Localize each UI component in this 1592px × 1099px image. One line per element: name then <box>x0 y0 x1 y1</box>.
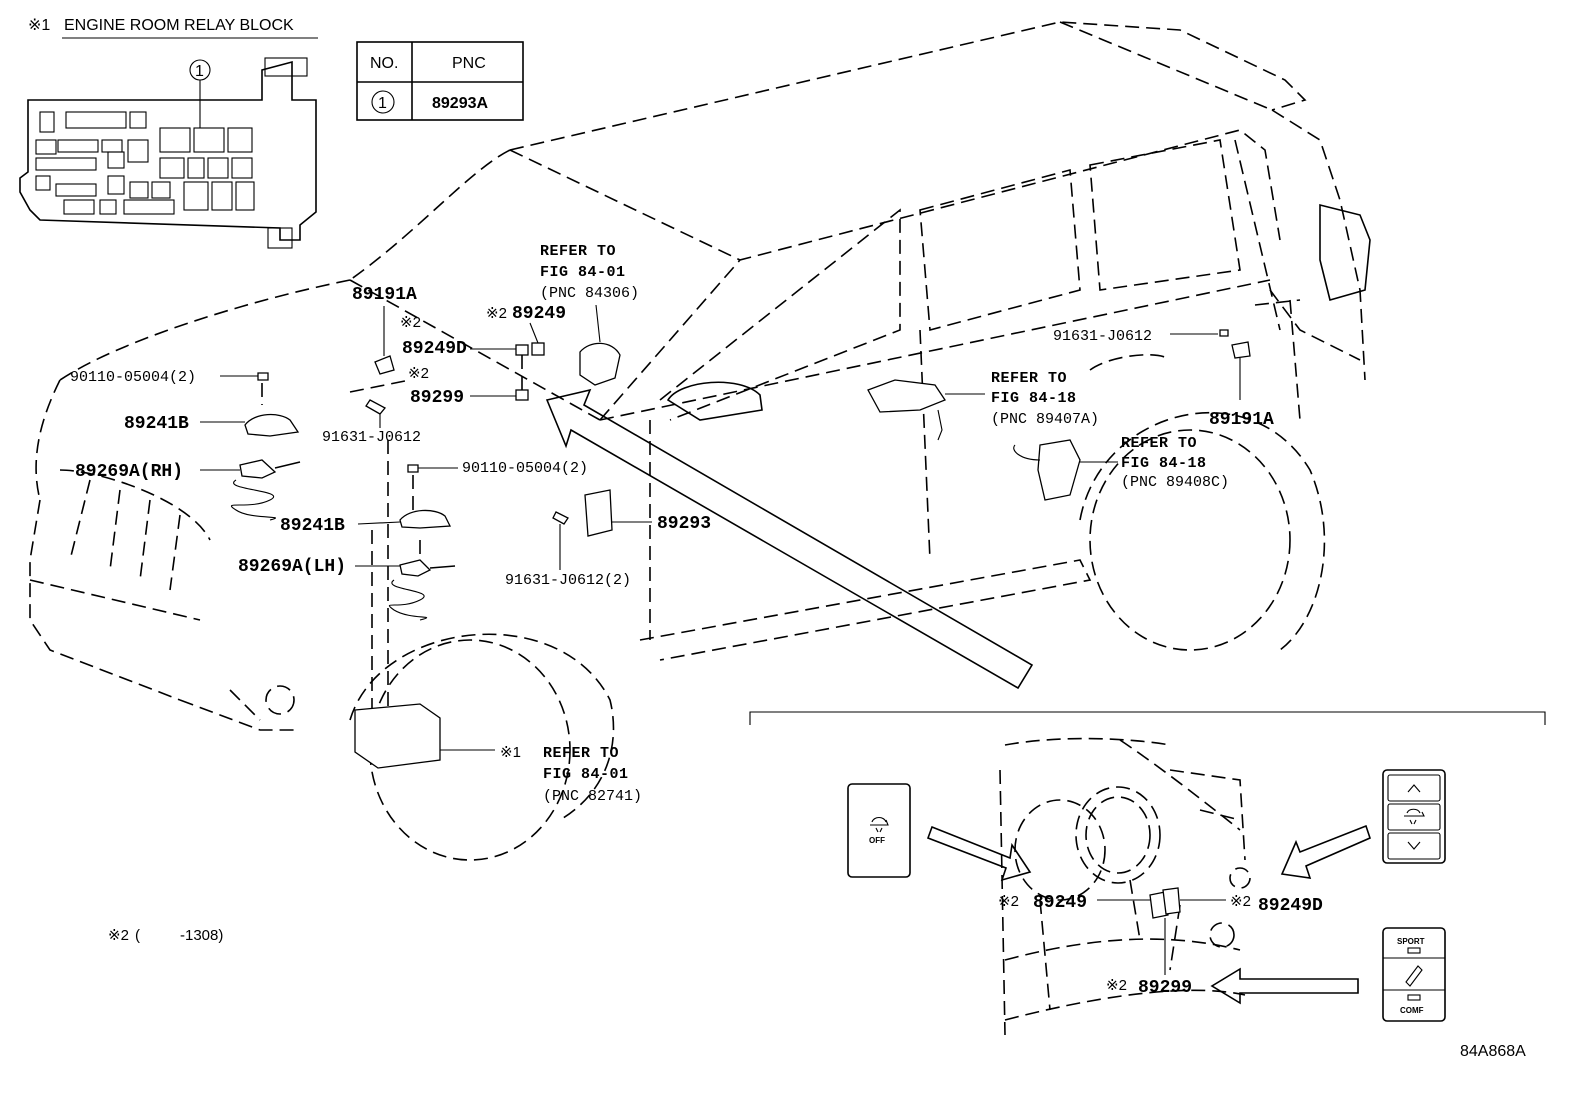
footnote: ※2 ( -1308) <box>108 927 223 944</box>
label-90110-top: 90110-05004(2) <box>70 369 196 386</box>
pencil-icon <box>1405 965 1423 987</box>
bracket-lh <box>399 509 452 529</box>
pnc-col-no: NO. <box>370 55 398 72</box>
interior-inset: OFF SPORT COMF ※2 89249 ※2 89249D ※2 <box>749 711 1546 1036</box>
inset-star2-e: ※2 <box>1106 977 1127 994</box>
ref-b-line1: REFER TO <box>991 370 1067 387</box>
inset-star2-c: ※2 <box>998 893 1019 910</box>
sensor-lh <box>399 559 432 577</box>
label-89269A-rh: 89269A(RH) <box>75 462 183 482</box>
label-89191A-right: 89191A <box>1209 410 1274 430</box>
vehicle-height-icon <box>1404 808 1425 825</box>
sensor-89407A <box>867 379 946 413</box>
pointer-arrow <box>545 388 1034 690</box>
pnc-row-pnc: 89293A <box>432 95 488 112</box>
pnc-table: NO. PNC 1 89293A <box>356 41 524 121</box>
bolt-lower <box>552 511 569 525</box>
inset-arrow-right <box>1280 824 1371 879</box>
relay-block-title: ENGINE ROOM RELAY BLOCK <box>64 17 294 34</box>
ref-d-line3: (PNC 82741) <box>543 788 642 805</box>
svg-text:※2: ※2 <box>486 305 507 322</box>
label-91631-right: 91631-J0612 <box>1053 328 1152 345</box>
inset-switch-b <box>1162 887 1181 915</box>
label-89241B-rh: 89241B <box>124 414 189 434</box>
sensor-rh <box>239 459 277 479</box>
label-star2-b: ※2 <box>408 365 429 382</box>
label-89293: 89293 <box>657 514 711 534</box>
label-89269A-lh: 89269A(LH) <box>238 557 346 577</box>
inset-label-89249D: 89249D <box>1258 896 1323 916</box>
label-star2-a: ※2 <box>400 314 421 331</box>
relay-block-part <box>354 703 441 769</box>
coil-spring-lh <box>388 579 428 621</box>
height-off-switch: OFF <box>847 783 911 878</box>
coil-spring-rh <box>230 479 276 521</box>
inset-label-89299: 89299 <box>1138 978 1192 998</box>
sport-label: SPORT <box>1397 937 1425 946</box>
height-sensor-left <box>374 306 395 375</box>
label-91631-low: 91631-J0612(2) <box>505 572 631 589</box>
comf-label: COMF <box>1400 1006 1424 1015</box>
inset-star2-d: ※2 <box>1230 893 1251 910</box>
illustration-code: 84A868A <box>1460 1043 1526 1060</box>
ref-a-line3: (PNC 84306) <box>540 285 639 302</box>
height-sensor-right <box>1231 341 1251 359</box>
label-89241B-lh: 89241B <box>280 516 345 536</box>
pnc-col-pnc: PNC <box>452 55 486 72</box>
off-label: OFF <box>869 836 885 845</box>
refer-b: REFER TO FIG 84-18 (PNC 89407A) <box>991 370 1099 428</box>
inset-arrow-left <box>926 825 1032 882</box>
label-89191A-left: 89191A <box>352 285 417 305</box>
relay-index: 1 <box>195 63 204 80</box>
label-90110-mid: 90110-05004(2) <box>462 460 588 477</box>
inset-label-89249: 89249 <box>1033 893 1087 913</box>
bolt-upper <box>365 399 387 415</box>
ref-a-line2: FIG 84-01 <box>540 264 626 281</box>
parts <box>200 304 1251 769</box>
ref-c-line2: FIG 84-18 <box>1121 455 1207 472</box>
bolt-90110-mid <box>407 464 419 473</box>
chevron-up-icon <box>1407 784 1421 793</box>
ref-d-line2: FIG 84-01 <box>543 766 629 783</box>
sensor-89408C <box>1037 439 1081 501</box>
ref-c-line1: REFER TO <box>1121 435 1197 452</box>
relay-block-inset: ※1 ENGINE ROOM RELAY BLOCK 1 <box>19 17 318 249</box>
footnote-paren: ( <box>135 927 140 944</box>
spiral-cable <box>579 342 621 386</box>
inset-arrow-bottom <box>1210 967 1359 1005</box>
drive-mode-switch: SPORT COMF <box>1382 927 1446 1022</box>
bolt-90110-upper <box>257 372 269 381</box>
pnc-row-no: 1 <box>378 95 387 112</box>
ref-b-line2: FIG 84-18 <box>991 390 1077 407</box>
part-labels: 89191A ※2 ※1 ※2 89249 89249D ※2 89299 90… <box>70 285 1274 589</box>
ref-a-line1: REFER TO <box>540 243 616 260</box>
switch-89299 <box>515 389 529 401</box>
refer-d: ※1 REFER TO FIG 84-01 (PNC 82741) <box>500 744 642 805</box>
ref-c-line3: (PNC 89408C) <box>1121 474 1229 491</box>
switch-89249D <box>515 344 529 356</box>
bracket-rh <box>244 413 300 437</box>
relay-block-mark: ※1 <box>28 17 50 34</box>
label-89299-top: 89299 <box>410 388 464 408</box>
vehicle-outline <box>29 21 1371 861</box>
label-91631-mid: 91631-J0612 <box>322 429 421 446</box>
ref-b-line3: (PNC 89407A) <box>991 411 1099 428</box>
ref-d-mark: ※1 <box>500 744 521 761</box>
footnote-mark: ※2 <box>108 927 129 944</box>
footnote-range: -1308) <box>180 927 223 944</box>
control-module-89293 <box>584 489 613 537</box>
refer-c: REFER TO FIG 84-18 (PNC 89408C) <box>1121 435 1229 491</box>
label-89249D-top: 89249D <box>402 339 467 359</box>
ref-d-line1: REFER TO <box>543 745 619 762</box>
chevron-down-icon <box>1407 841 1421 850</box>
switch-89249 <box>531 342 545 356</box>
label-89249-top: 89249 <box>512 304 566 324</box>
height-control-switch <box>1382 769 1446 864</box>
refer-a: REFER TO FIG 84-01 (PNC 84306) <box>540 243 639 302</box>
